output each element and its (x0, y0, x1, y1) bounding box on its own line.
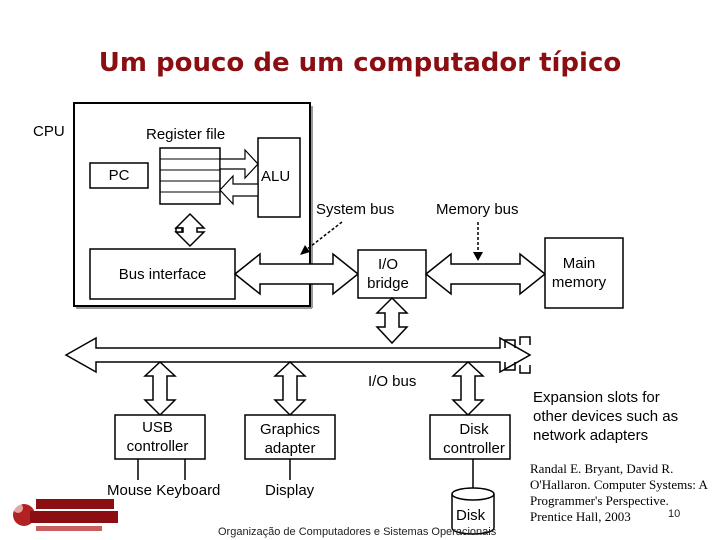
pc-label: PC (108, 167, 130, 184)
disk-controller-box (429, 414, 511, 460)
memory-bus-label: Memory bus (436, 201, 519, 218)
disk-controller-arrow (451, 360, 485, 417)
bus-interface-box (89, 248, 236, 300)
main-memory-label: Main memory (551, 255, 607, 291)
io-bus-label: I/O bus (368, 373, 417, 390)
slide-title: Um pouco de um computador típico (98, 48, 622, 78)
system-bus-label: System bus (316, 201, 395, 218)
display-label: Display (265, 482, 315, 499)
graphics-adapter-label: Graphics adapter (259, 421, 321, 457)
regfile-alu-arrow-top (219, 148, 259, 180)
main-memory-box (544, 237, 624, 309)
disk-label: Disk (456, 507, 486, 524)
usb-controller-label: USB controller (126, 419, 189, 455)
system-bus-arrow (233, 252, 360, 296)
alu-label: ALU (261, 168, 291, 185)
expansion-slots (504, 336, 531, 374)
pc-box (89, 162, 149, 189)
graphics-arrow (273, 360, 307, 417)
alu-box (257, 137, 301, 218)
io-bridge-label: I/O bridge (367, 256, 409, 292)
usb-arrow (143, 360, 177, 417)
io-bridge-box (357, 249, 427, 299)
cpu-label: CPU (33, 123, 65, 140)
citation: Randal E. Bryant, David R. O'Hallaron. C… (530, 461, 708, 524)
expansion-slots-label: Expansion slots for other devices such a… (533, 389, 679, 444)
io-bus-arrow (64, 336, 532, 374)
mouse-keyboard-label: Mouse Keyboard (107, 482, 221, 499)
bridge-io-bus-arrow (375, 296, 409, 345)
bus-interface-label: Bus interface (118, 266, 207, 283)
usb-controller-box (114, 414, 206, 460)
footer-text: Organização de Computadores e Sistemas O… (218, 526, 497, 538)
memory-bus-arrow (424, 252, 547, 296)
register-file (159, 147, 221, 205)
system-bus-pointer (305, 221, 343, 251)
disk-cylinder (451, 487, 495, 535)
alu-regfile-arrow-bottom (219, 174, 259, 206)
page-number: 10 (668, 508, 681, 520)
centro-informatica-logo (13, 499, 118, 531)
cpu-box (73, 102, 311, 307)
register-file-label: Register file (146, 126, 226, 143)
disk-controller-label: Disk controller (443, 421, 505, 457)
